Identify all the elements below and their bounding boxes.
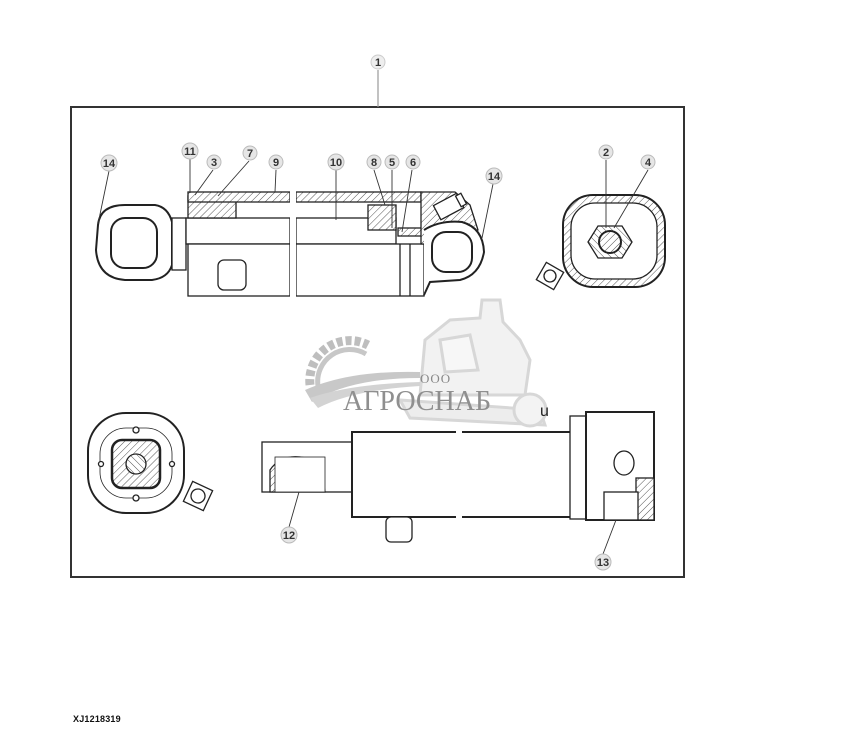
svg-text:7: 7 bbox=[247, 148, 253, 160]
svg-text:10: 10 bbox=[330, 157, 342, 169]
callout-1: 1 bbox=[370, 54, 386, 70]
svg-text:8: 8 bbox=[371, 157, 377, 169]
leader-lines bbox=[97, 159, 649, 555]
svg-text:14: 14 bbox=[103, 158, 116, 170]
svg-text:6: 6 bbox=[410, 157, 416, 169]
cylinder-end-view-rod bbox=[535, 194, 666, 291]
figure-code: XJ1218319 bbox=[73, 714, 121, 724]
callout-2: 2 bbox=[598, 144, 614, 160]
svg-text:12: 12 bbox=[283, 530, 295, 542]
gear-icon bbox=[305, 336, 371, 387]
callout-11: 11 bbox=[181, 142, 199, 160]
watermark-prefix: ООО bbox=[420, 371, 451, 386]
svg-text:5: 5 bbox=[389, 157, 395, 169]
callout-labels: 14 11 3 7 9 10 8 5 6 14 2 4 12 13 bbox=[100, 142, 656, 571]
svg-text:4: 4 bbox=[645, 157, 652, 169]
callout-6: 6 bbox=[405, 154, 421, 170]
svg-text:3: 3 bbox=[211, 157, 217, 169]
svg-text:2: 2 bbox=[603, 147, 609, 159]
callout-3: 3 bbox=[206, 154, 222, 170]
watermark-logo bbox=[305, 298, 548, 428]
cylinder-exterior-view bbox=[261, 411, 655, 543]
callout-10: 10 bbox=[327, 153, 345, 171]
svg-text:11: 11 bbox=[184, 146, 196, 158]
callout-5: 5 bbox=[384, 154, 400, 170]
cylinder-section-view bbox=[94, 188, 486, 300]
cylinder-end-view-cap bbox=[87, 412, 214, 514]
callout-7: 7 bbox=[242, 145, 258, 161]
callout-4: 4 bbox=[640, 154, 656, 170]
svg-text:14: 14 bbox=[488, 171, 501, 183]
callout-12: 12 bbox=[280, 526, 298, 544]
watermark-suffix: u bbox=[540, 403, 549, 420]
watermark-name: АГРОСНАБ bbox=[343, 386, 491, 417]
callout-14: 14 bbox=[100, 154, 118, 172]
svg-text:13: 13 bbox=[597, 557, 609, 569]
callout-9: 9 bbox=[268, 154, 284, 170]
svg-text:9: 9 bbox=[273, 157, 279, 169]
callout-14: 14 bbox=[485, 167, 503, 185]
combine-harvester-icon bbox=[397, 298, 548, 428]
callout-13: 13 bbox=[594, 553, 612, 571]
callout-8: 8 bbox=[366, 154, 382, 170]
svg-text:1: 1 bbox=[375, 57, 381, 69]
